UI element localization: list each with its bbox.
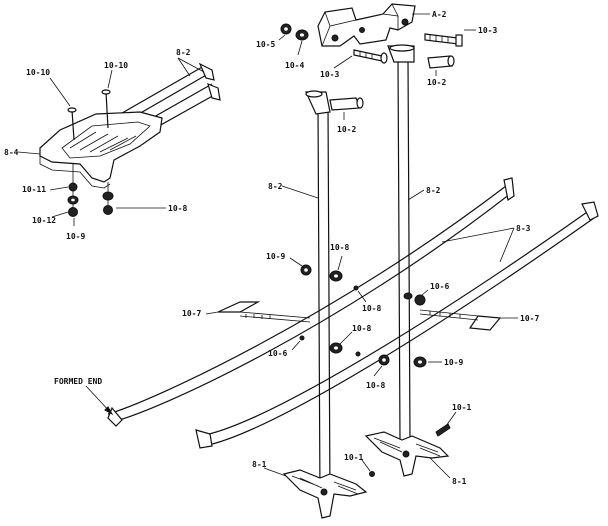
- label-a2: A-2: [432, 10, 447, 19]
- label-10-7-left: 10-7: [182, 309, 201, 318]
- hardware-lower: 10-6 10-8 10-8 10-9: [268, 324, 463, 390]
- leader-8-2-posts: 8-2 8-2: [268, 182, 441, 201]
- hardware-upper: 10-9 10-8 10-8 10-6: [266, 243, 449, 313]
- label-10-12: 10-12: [32, 216, 56, 225]
- label-10-11: 10-11: [22, 185, 46, 194]
- screw-10-1: 10-1 10-1: [344, 403, 471, 477]
- label-10-1-b: 10-1: [344, 453, 363, 462]
- label-10-7-right: 10-7: [520, 314, 539, 323]
- label-10-4: 10-4: [285, 61, 304, 70]
- label-10-8-left: 10-8: [168, 204, 187, 213]
- label-10-3-mid: 10-3: [320, 70, 339, 79]
- label-10-9-b: 10-9: [444, 358, 463, 367]
- label-8-3: 8-3: [516, 224, 531, 233]
- foot-left: 8-1: [252, 460, 368, 519]
- label-8-4: 8-4: [4, 148, 19, 157]
- leader-8-2-top: 8-2: [176, 48, 205, 77]
- leader-8-3: 8-3: [441, 224, 531, 263]
- label-10-8-c: 10-8: [352, 324, 371, 333]
- label-10-2-mid: 10-2: [337, 125, 356, 134]
- runner-back: [195, 201, 599, 449]
- foot-right: 8-1: [364, 431, 467, 486]
- washer-10-4: 10-4: [285, 29, 309, 70]
- label-8-2-top: 8-2: [176, 48, 191, 57]
- label-8-1-right: 8-1: [452, 477, 467, 486]
- label-10-1-a: 10-1: [452, 403, 471, 412]
- label-10-8-b: 10-8: [362, 304, 381, 313]
- label-10-8-a: 10-8: [330, 243, 349, 252]
- label-10-6-b: 10-6: [268, 349, 287, 358]
- cross-bracket-left: 10-7: [182, 301, 311, 323]
- seat-hardware: 10-11 10-12 10-9 10-8: [22, 164, 187, 241]
- post-left: 10-2: [305, 90, 364, 501]
- runner-front: [107, 177, 515, 427]
- label-10-9-left: 10-9: [66, 232, 85, 241]
- label-10-9-a: 10-9: [266, 252, 285, 261]
- label-10-5: 10-5: [256, 40, 275, 49]
- nut-10-5: 10-5: [256, 23, 292, 49]
- seat-8-4: [39, 111, 163, 189]
- bolt-10-3-mid: 10-3: [320, 49, 388, 79]
- label-10-8-d: 10-8: [366, 381, 385, 390]
- label-10-10-left: 10-10: [26, 68, 50, 77]
- screw-10-10-right: 10-10: [101, 61, 128, 129]
- leader-formed-end: FORMED END: [54, 377, 114, 416]
- label-8-2-right: 8-2: [426, 186, 441, 195]
- leader-a2: A-2: [412, 10, 447, 19]
- post-right: [387, 44, 415, 441]
- label-10-3-top: 10-3: [478, 26, 497, 35]
- bracket-a2: [317, 3, 416, 47]
- cap-10-2-right: 10-2: [427, 55, 455, 87]
- cross-bracket-right: 10-7: [419, 309, 539, 331]
- label-10-2-top: 10-2: [427, 78, 446, 87]
- label-8-1-left: 8-1: [252, 460, 267, 469]
- label-10-6-a: 10-6: [430, 282, 449, 291]
- label-8-2-left: 8-2: [268, 182, 283, 191]
- screw-10-10-left: 10-10: [26, 68, 77, 141]
- label-10-10-right: 10-10: [104, 61, 128, 70]
- bolt-10-3-right: 10-3: [424, 26, 497, 47]
- leader-8-4: 8-4: [4, 148, 41, 157]
- label-formed-end: FORMED END: [54, 377, 102, 386]
